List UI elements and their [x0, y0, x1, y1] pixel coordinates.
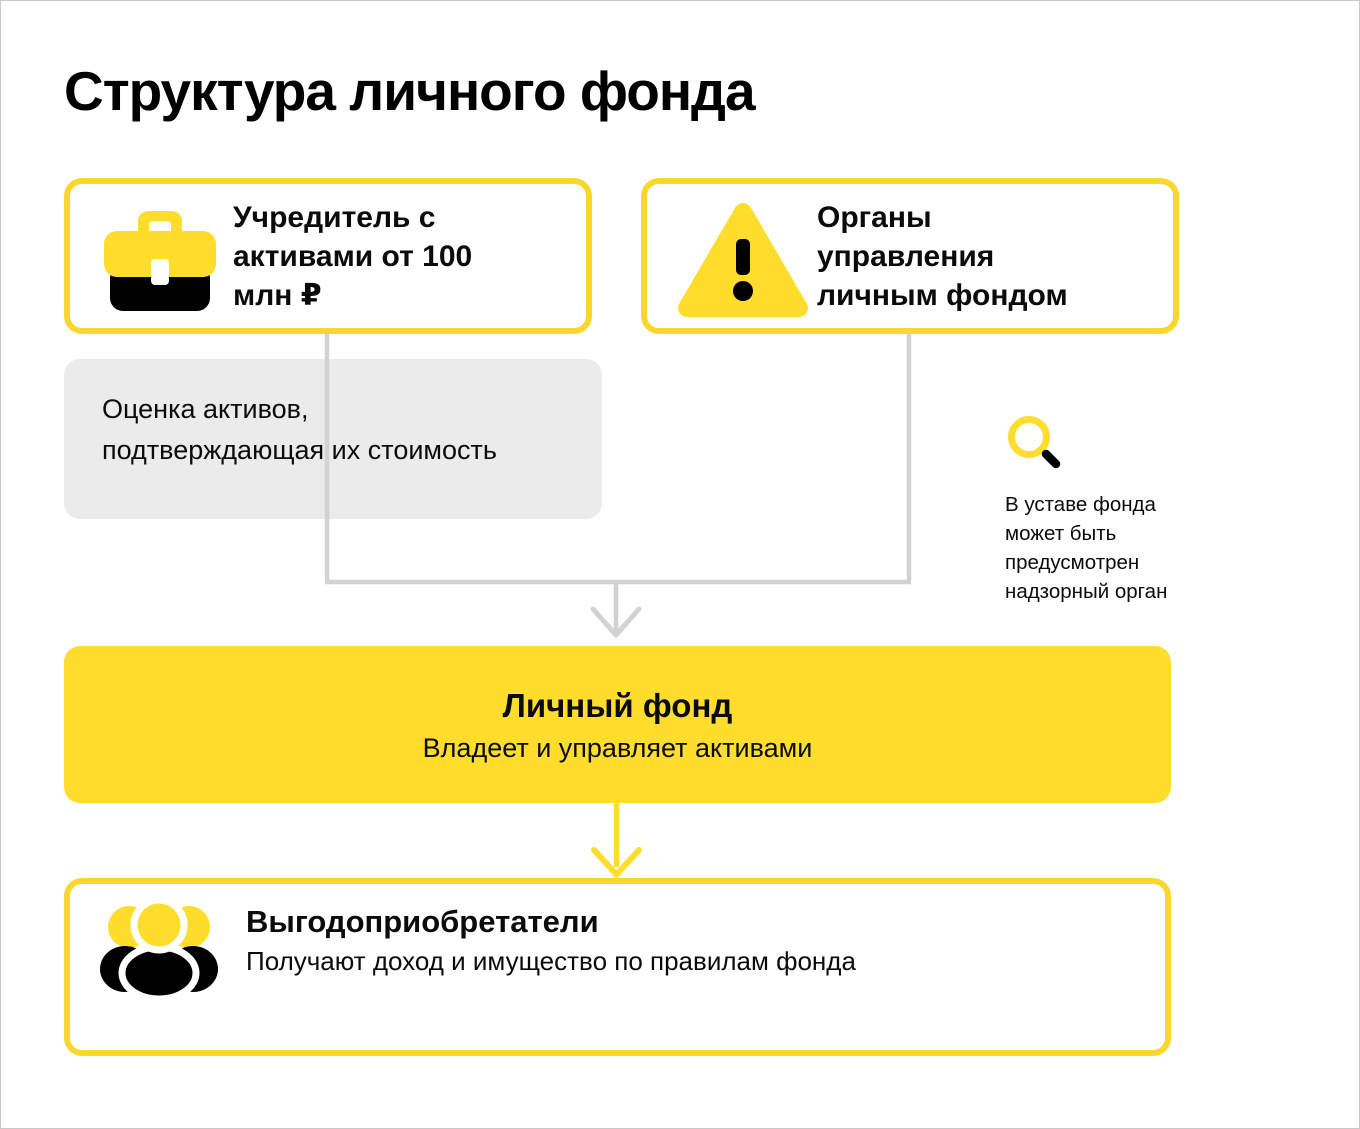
text-line: может быть	[1005, 522, 1117, 545]
text-line: Учредитель с	[233, 201, 436, 234]
text-line: предусмотрен	[1005, 551, 1140, 574]
supervision-note-text: В уставе фонда может быть предусмотрен н…	[1005, 490, 1167, 606]
text-line: млн ₽	[233, 279, 322, 312]
gray-arrow-head	[590, 606, 642, 638]
text-line: Органы	[817, 201, 932, 234]
text-line: Оценка активов,	[102, 394, 309, 424]
page-title: Структура личного фонда	[64, 60, 756, 122]
governance-box-title: Органы управления личным фондом	[817, 198, 1068, 315]
fund-box-subtitle: Владеет и управляет активами	[422, 732, 813, 763]
warning-icon	[677, 199, 809, 319]
beneficiaries-box	[64, 878, 1171, 1056]
yellow-arrow-head	[591, 847, 642, 878]
text-line: активами от 100	[233, 240, 473, 273]
text-line: личным фондом	[817, 279, 1068, 312]
fund-box: Личный фонд Владеет и управляет активами	[64, 646, 1171, 803]
text-line: подтверждающая их стоимость	[102, 435, 497, 465]
fund-box-title: Личный фонд	[502, 686, 733, 724]
text-line: надзорный орган	[1005, 580, 1168, 603]
magnifier-icon	[1003, 411, 1067, 475]
founder-box-title: Учредитель с активами от 100 млн ₽	[233, 198, 472, 315]
people-icon	[99, 896, 219, 1003]
briefcase-icon	[101, 207, 219, 311]
beneficiaries-box-subtitle: Получают доход и имущество по правилам ф…	[246, 946, 856, 976]
valuation-note-text: Оценка активов, подтверждающая их стоимо…	[102, 389, 497, 471]
text-line: управления	[817, 240, 995, 273]
beneficiaries-box-title: Выгодоприобретатели	[246, 904, 599, 939]
text-line: В уставе фонда	[1005, 493, 1156, 516]
